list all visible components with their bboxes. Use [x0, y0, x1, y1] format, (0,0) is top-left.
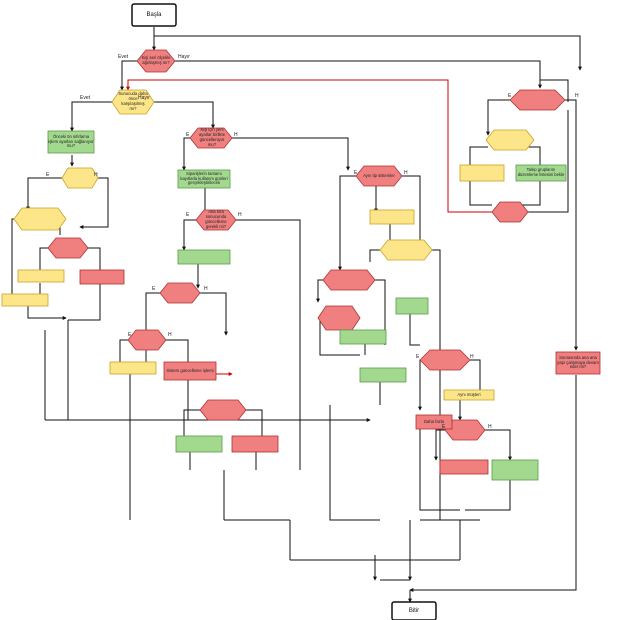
process-y3[interactable] — [109, 361, 157, 375]
edge-label-e-2: E — [186, 132, 190, 138]
edge-label-h-3: H — [238, 212, 242, 218]
edge-label-e-4: E — [152, 286, 156, 292]
process-y5[interactable] — [443, 389, 495, 401]
decision-n18[interactable] — [491, 201, 529, 223]
edge-label-h-6: H — [404, 170, 408, 176]
edge-label-h-9: H — [488, 424, 492, 430]
red-loop-connector — [126, 79, 500, 213]
edge-label-h-4: H — [204, 286, 208, 292]
process-g1[interactable] — [47, 130, 95, 154]
edge-label-e-7: E — [508, 93, 512, 99]
decision-n8[interactable] — [355, 165, 403, 187]
edge-label-h-2: H — [234, 132, 238, 138]
process-r5[interactable] — [439, 459, 489, 475]
process-nodes-green — [47, 130, 567, 481]
decision-n13[interactable] — [322, 269, 376, 291]
edge-label-e-3: E — [186, 212, 190, 218]
process-g6[interactable] — [359, 367, 407, 383]
connectors — [11, 27, 582, 603]
process-y4[interactable] — [369, 209, 415, 225]
decision-y1[interactable] — [111, 89, 155, 115]
process-r1[interactable] — [79, 269, 125, 285]
process-r2[interactable] — [163, 361, 217, 381]
decision-y2[interactable] — [61, 167, 99, 189]
decision-y5[interactable] — [485, 129, 535, 151]
process-nodes-yellow — [1, 164, 505, 401]
edge-label-h-7: H — [575, 93, 579, 99]
decision-y4[interactable] — [379, 239, 433, 261]
process-g8[interactable] — [515, 164, 567, 182]
process-r6[interactable] — [555, 351, 601, 375]
edge-label-h-5: H — [168, 332, 172, 338]
decision-n17[interactable] — [509, 89, 566, 111]
decision-n10[interactable] — [159, 282, 201, 304]
process-g3[interactable] — [177, 249, 231, 265]
edge-label-e-8: E — [416, 354, 420, 360]
process-r3[interactable] — [231, 435, 279, 453]
decision-n16[interactable] — [444, 419, 486, 441]
process-nodes-red — [79, 269, 601, 475]
start-terminal[interactable] — [131, 3, 177, 27]
edge-label-yes-2: Evet — [80, 95, 91, 101]
decision-nodes-yellow — [13, 89, 535, 261]
edge-label-no-2: Hayır — [138, 95, 150, 101]
decision-n9[interactable] — [47, 237, 89, 259]
process-g2[interactable] — [177, 169, 231, 189]
decision-n7[interactable] — [195, 209, 237, 231]
end-label: Bitir — [408, 608, 420, 614]
decision-n11[interactable] — [127, 329, 167, 351]
process-g4[interactable] — [175, 435, 223, 453]
process-y1[interactable] — [17, 269, 65, 283]
decision-1[interactable] — [136, 49, 176, 73]
decision-nodes-red — [47, 49, 566, 441]
process-y2[interactable] — [1, 293, 49, 307]
decision-n15[interactable] — [419, 349, 471, 371]
edge-label-e-1: E — [46, 172, 50, 178]
decision-n12[interactable] — [199, 399, 247, 421]
edge-label-h-8: H — [470, 354, 474, 360]
edge-label-no-1: Hayır — [178, 54, 190, 60]
decision-y3[interactable] — [13, 207, 67, 231]
start-label: Başla — [146, 12, 162, 18]
process-g9[interactable] — [491, 459, 539, 481]
end-terminal[interactable] — [391, 601, 437, 620]
decision-n14[interactable] — [317, 305, 361, 331]
process-r4[interactable] — [415, 414, 453, 430]
edge-label-e-5: E — [128, 332, 132, 338]
edge-label-e-6: E — [354, 170, 358, 176]
decision-n6[interactable] — [189, 127, 233, 149]
edge-label-yes-1: Evet — [118, 54, 129, 60]
edge-label-h-1: H — [94, 172, 98, 178]
process-g7[interactable] — [395, 297, 429, 315]
process-y6[interactable] — [459, 164, 505, 182]
process-g5[interactable] — [339, 329, 387, 345]
edge-label-e-9: E — [442, 424, 446, 430]
